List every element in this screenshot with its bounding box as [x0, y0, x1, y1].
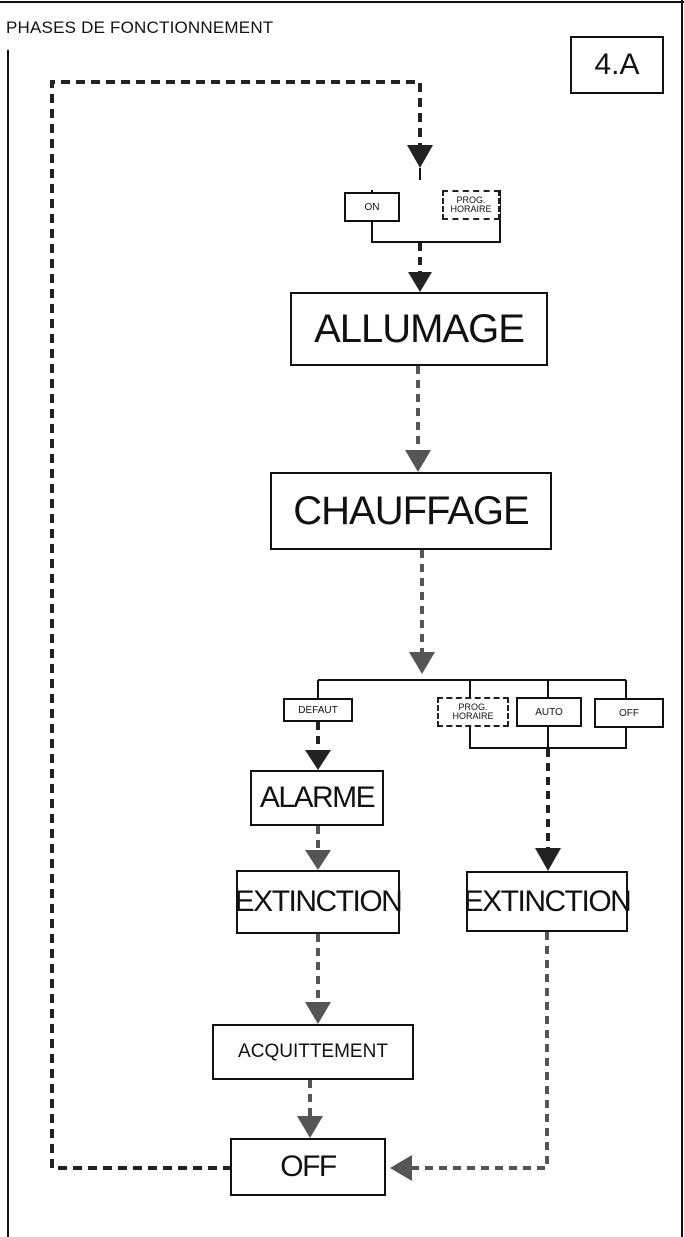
- section-badge: 4.A: [570, 36, 664, 94]
- connector-extinction-right-off: [412, 932, 549, 1170]
- node-acquittement: ACQUITTEMENT: [212, 1024, 414, 1080]
- arrow-into-extinction-right: [535, 848, 561, 871]
- node-extinction-right: EXTINCTION: [464, 871, 632, 932]
- node-off-small: OFF: [594, 698, 664, 728]
- loopback-connector: [50, 80, 422, 1170]
- arrow-into-acquittement: [305, 1002, 331, 1024]
- page-title: PHASES DE FONCTIONNEMENT: [6, 18, 274, 37]
- arrow-into-split: [409, 652, 435, 674]
- node-on: ON: [344, 192, 400, 222]
- node-off-final: OFF: [230, 1138, 386, 1196]
- node-allumage: ALLUMAGE: [290, 292, 548, 366]
- arrow-into-off-side: [390, 1155, 412, 1181]
- node-extinction-left: EXTINCTION: [235, 870, 403, 934]
- node-auto: AUTO: [516, 697, 582, 727]
- node-chauffage: CHAUFFAGE: [270, 472, 552, 550]
- arrow-into-extinction-left: [305, 850, 331, 870]
- node-prog-horaire-bottom: PROG. HORAIRE: [437, 697, 509, 727]
- arrow-into-alarme: [305, 750, 331, 770]
- node-defaut: DEFAUT: [283, 698, 353, 722]
- node-alarme: ALARME: [250, 770, 384, 826]
- arrow-into-top-selector: [407, 145, 433, 168]
- arrow-into-off-top: [297, 1116, 323, 1138]
- arrow-into-chauffage: [405, 450, 431, 472]
- node-prog-horaire-top: PROG. HORAIRE: [442, 190, 500, 220]
- arrow-into-allumage: [408, 272, 432, 292]
